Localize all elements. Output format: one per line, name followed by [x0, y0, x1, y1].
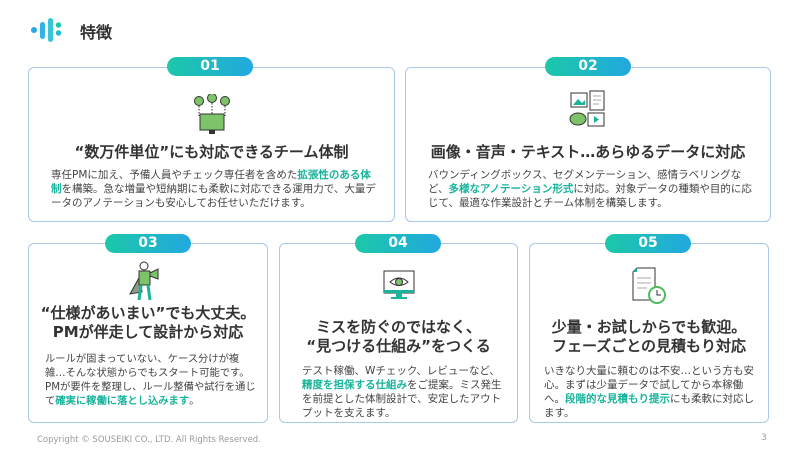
company-logo: [31, 18, 62, 42]
feature-card-04: ミスを防ぐのではなく、“見つける仕組み”をつくる テスト稼働、Wチェック、レビュ…: [279, 243, 518, 423]
eye-monitor-icon: [383, 270, 414, 299]
megaphone-hero-icon: [129, 261, 159, 301]
card-description: 専任PMに加え、予備人員やチェック専任者を含めた拡張性のある体制を構築。急な増量…: [51, 169, 376, 209]
card-number-badge: 01: [167, 57, 253, 76]
feature-card-05: 少量・お試しからでも歓迎。フェーズごとの見積もり対応 いきなり大量に頼むのは不安…: [529, 243, 769, 423]
feature-card-02: 画像・音声・テキスト…あらゆるデータに対応 バウンディングボックス、セグメンテー…: [405, 67, 771, 222]
card-number-badge: 02: [545, 57, 631, 76]
highlight-text: 精度を担保する仕組み: [302, 379, 407, 391]
card-number-badge: 04: [355, 234, 441, 253]
card-number-badge: 03: [105, 234, 191, 253]
page-title: 特徴: [80, 23, 113, 42]
card-title: “仕様があいまい”でも大丈夫。PMが伴走して設計から対応: [40, 304, 256, 341]
highlight-text: 多様なアノテーション形式: [448, 183, 574, 195]
document-clock-icon: [632, 267, 666, 304]
page-number: 3: [761, 433, 767, 443]
card-number-badge: 05: [605, 234, 691, 253]
card-description: いきなり大量に頼むのは不安…という方も安心。まずは少量データで試してから本稼働へ…: [544, 365, 754, 419]
highlight-text: 確実に稼働に落とし込みます: [55, 395, 190, 407]
copyright-text: Copyright © SOUSEIKI CO., LTD. All Right…: [37, 435, 261, 445]
feature-card-03: “仕様があいまい”でも大丈夫。PMが伴走して設計から対応 ルールが固まっていない…: [28, 243, 268, 423]
card-description: テスト稼働、Wチェック、レビューなど、精度を担保する仕組みをご提案。ミス発生を前…: [302, 365, 502, 419]
card-title: “数万件単位”にも対応できるチーム体制: [74, 143, 349, 161]
feature-card-01: “数万件単位”にも対応できるチーム体制 専任PMに加え、予備人員やチェック専任者…: [28, 67, 395, 222]
team-monitor-icon: [193, 94, 230, 134]
card-description: ルールが固まっていない、ケース分けが複雑…そんな状態からでもスタート可能です。P…: [45, 353, 256, 407]
card-title: ミスを防ぐのではなく、“見つける仕組み”をつくる: [306, 318, 491, 355]
highlight-text: 段階的な見積もり提示: [565, 393, 670, 405]
highlight-text: 拡張性のある体制: [51, 169, 371, 195]
card-description: バウンディングボックス、セグメンテーション、感情ラベリングなど、多様なアノテーシ…: [428, 169, 752, 209]
media-types-icon: [569, 90, 605, 127]
card-title: 画像・音声・テキスト…あらゆるデータに対応: [430, 143, 746, 161]
card-title: 少量・お試しからでも歓迎。フェーズごとの見積もり対応: [551, 318, 747, 355]
